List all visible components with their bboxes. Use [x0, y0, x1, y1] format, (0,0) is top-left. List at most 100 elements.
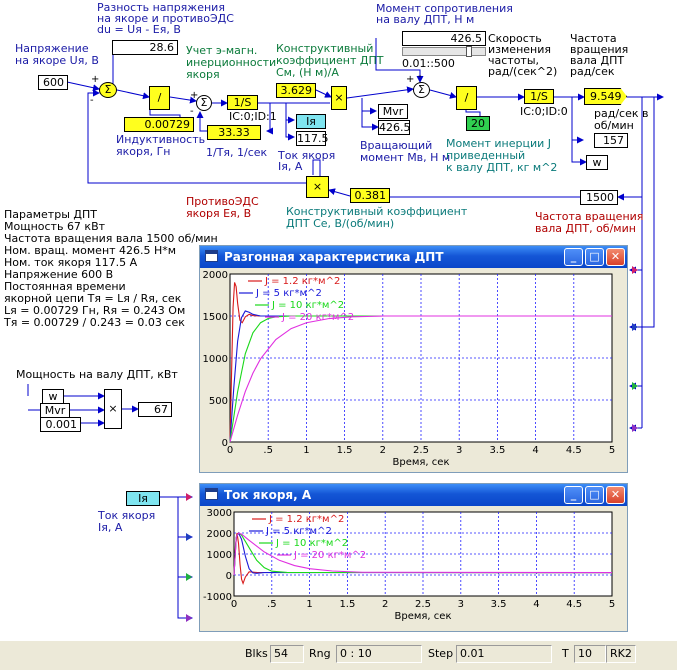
- radsec-label-line1: рад/сек в: [594, 107, 649, 120]
- rng-label: Rng: [309, 647, 331, 660]
- x-tick-label: 2: [382, 599, 388, 610]
- x-tick-label: 3.5: [489, 445, 505, 456]
- summator-3[interactable]: Σ: [413, 82, 430, 98]
- ind-label-line2: якоря, Гн: [116, 145, 171, 158]
- tinv-display: 33.33: [207, 125, 261, 140]
- x-axis-label: Время, сек: [393, 457, 450, 468]
- legend-entry: J = 10 кг*м^2: [275, 538, 348, 549]
- y-tick-label: 1000: [207, 550, 232, 561]
- slider-thumb[interactable]: [466, 46, 472, 57]
- method-value[interactable]: RK2: [606, 645, 636, 663]
- x-tick-label: 4: [532, 445, 538, 456]
- blks-value: 54: [270, 645, 304, 663]
- acceleration-window-titlebar[interactable]: Разгонная характеристика ДПТ _ □ ✕: [200, 246, 627, 268]
- multiply-block-emf[interactable]: ×: [306, 176, 329, 198]
- resistance-slider[interactable]: [402, 46, 486, 57]
- multiply-block-1[interactable]: ×: [331, 86, 347, 110]
- x-tick-label: 1: [306, 599, 312, 610]
- torque-display: 426.5: [378, 120, 411, 135]
- close-icon[interactable]: ✕: [606, 248, 625, 266]
- minimize-icon[interactable]: _: [564, 248, 583, 266]
- series-line: [229, 310, 612, 443]
- current-bottom-label-line2: Iя, A: [98, 521, 123, 534]
- maximize-icon[interactable]: □: [585, 486, 604, 504]
- x-tick-label: 1.5: [337, 445, 353, 456]
- w-label-box: w: [586, 155, 608, 170]
- maximize-icon[interactable]: □: [585, 248, 604, 266]
- motor-parameters: Параметры ДПТ Мощность 67 кВт Частота вр…: [4, 209, 218, 329]
- ce-label-line1: Конструктивный коэффициент: [286, 205, 468, 218]
- divide-block-1[interactable]: /: [149, 86, 170, 110]
- diff-title-line2: на якоре и противоЭДС: [97, 12, 234, 25]
- window-icon: [205, 488, 218, 500]
- em-label-line3: якоря: [186, 68, 220, 81]
- power-coef-input[interactable]: 0.001: [40, 417, 81, 432]
- ind-label-line1: Индуктивность: [116, 133, 206, 146]
- x-tick-label: 3: [456, 445, 462, 456]
- current-display: 117.5: [296, 131, 329, 146]
- integrator-2-ic: IC:0;ID:0: [520, 105, 568, 118]
- mvr-label-box: Mvr: [378, 104, 408, 119]
- diff-title-line1: Разность напряжения: [97, 1, 225, 14]
- param-line: Ном. ток якоря 117.5 A: [4, 256, 138, 269]
- x-tick-label: 4.5: [566, 445, 582, 456]
- summator-1[interactable]: Σ: [99, 82, 117, 98]
- x-tick-label: .5: [267, 599, 277, 610]
- em-label-line1: Учет э-магн.: [186, 44, 258, 57]
- t-label: T: [562, 647, 569, 660]
- cm-label-line2: коэффициент ДПТ: [276, 54, 384, 67]
- y-tick-label: -1000: [203, 592, 232, 603]
- speedchg-label-line2: изменения: [488, 43, 551, 56]
- integrator-2[interactable]: 1/S: [524, 89, 554, 104]
- y-tick-label: 3000: [207, 508, 232, 519]
- current-label-line2: Iя, A: [278, 160, 303, 173]
- legend-entry: J = 5 кг*м^2: [255, 288, 322, 299]
- svg-text:-: -: [90, 95, 94, 106]
- divide-block-2[interactable]: /: [456, 86, 477, 110]
- voltage-diff-display: 28.6: [112, 40, 178, 55]
- ia-indicator: Iя: [296, 114, 326, 129]
- resistance-moment-value[interactable]: 426.5: [402, 31, 486, 46]
- minimize-icon[interactable]: _: [564, 486, 583, 504]
- emf-label-line1: ПротивоЭДС: [186, 195, 259, 208]
- mres-label-line1: Момент сопротивления: [376, 2, 513, 15]
- step-value[interactable]: 0.01: [456, 645, 552, 663]
- svg-text:+: +: [91, 74, 99, 85]
- power-label: Мощность на валу ДПТ, кВт: [16, 368, 178, 381]
- t-value[interactable]: 10: [574, 645, 606, 663]
- integrator-1[interactable]: 1/S: [227, 95, 258, 110]
- cm-input[interactable]: 3.629: [276, 83, 316, 98]
- window-icon: [205, 250, 218, 262]
- rng-value[interactable]: 0 : 10: [336, 645, 422, 663]
- inductance-input[interactable]: 0.00729: [124, 117, 194, 132]
- power-w-box: w: [42, 389, 64, 404]
- x-tick-label: 5: [609, 445, 615, 456]
- voltage-input[interactable]: 600: [38, 75, 68, 90]
- multiply-block-power[interactable]: ×: [104, 389, 122, 429]
- em-label-line2: инерционности: [186, 56, 277, 69]
- power-mvr-box: Mvr: [40, 403, 70, 418]
- current-window-titlebar[interactable]: Ток якоря, A _ □ ✕: [200, 484, 627, 506]
- close-icon[interactable]: ✕: [606, 486, 625, 504]
- torque-label-line1: Вращающий: [360, 139, 433, 152]
- current-bottom-label-line1: Ток якоря: [98, 509, 156, 522]
- y-tick-label: 1500: [203, 312, 228, 323]
- freqrpm-label-line2: вала ДПТ, об/мин: [535, 222, 636, 235]
- y-tick-label: 2000: [207, 529, 232, 540]
- x-tick-label: .5: [263, 445, 273, 456]
- series-line: [229, 315, 612, 443]
- ce-input[interactable]: 0.381: [350, 188, 390, 203]
- inertia-input[interactable]: 20: [466, 116, 490, 131]
- svg-text:+: +: [406, 74, 414, 85]
- ce-label-line2: ДПТ Се, В/(об/мин): [286, 217, 395, 230]
- integrator-1-ic: IC:0;ID:1: [229, 110, 277, 123]
- summator-2[interactable]: Σ: [196, 95, 212, 111]
- series-line: [229, 282, 612, 443]
- x-tick-label: 2.5: [413, 445, 429, 456]
- x-axis-label: Время, сек: [395, 611, 452, 622]
